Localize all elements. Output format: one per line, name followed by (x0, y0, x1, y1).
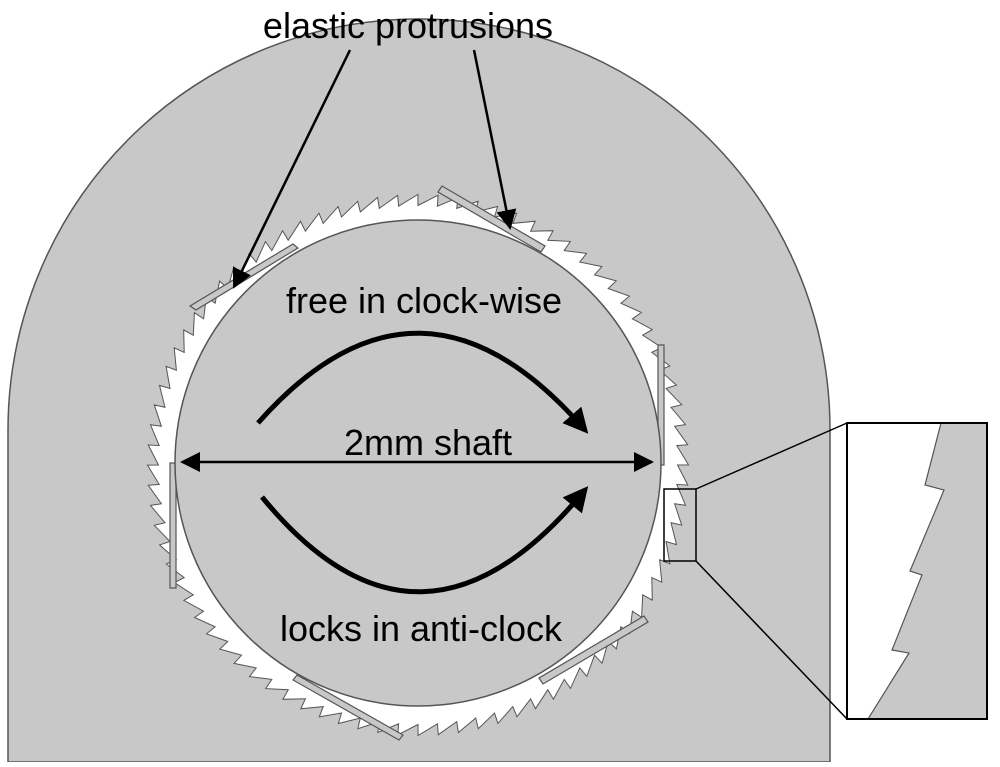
clockwise-arrow (256, 330, 589, 434)
pointer-arrow-right (472, 49, 517, 230)
elastic-protrusion (538, 615, 649, 685)
detail-box (663, 488, 697, 562)
elastic-protrusion (292, 674, 404, 741)
anticlockwise-arrow (260, 486, 589, 595)
locks-direction-label: locks in anti-clock (280, 608, 563, 649)
zoom-leader-top (695, 422, 848, 490)
zoomed-teeth (867, 423, 987, 719)
zoom-leader-bottom (695, 560, 848, 720)
pointer-arrow-left (232, 49, 352, 289)
elastic-protrusion (437, 185, 546, 253)
zoom-inset (846, 422, 988, 720)
shaft-label: 2mm shaft (344, 422, 512, 463)
protrusions-label: elastic protrusions (263, 5, 553, 46)
elastic-protrusion (169, 462, 177, 589)
free-direction-label: free in clock-wise (286, 280, 562, 321)
